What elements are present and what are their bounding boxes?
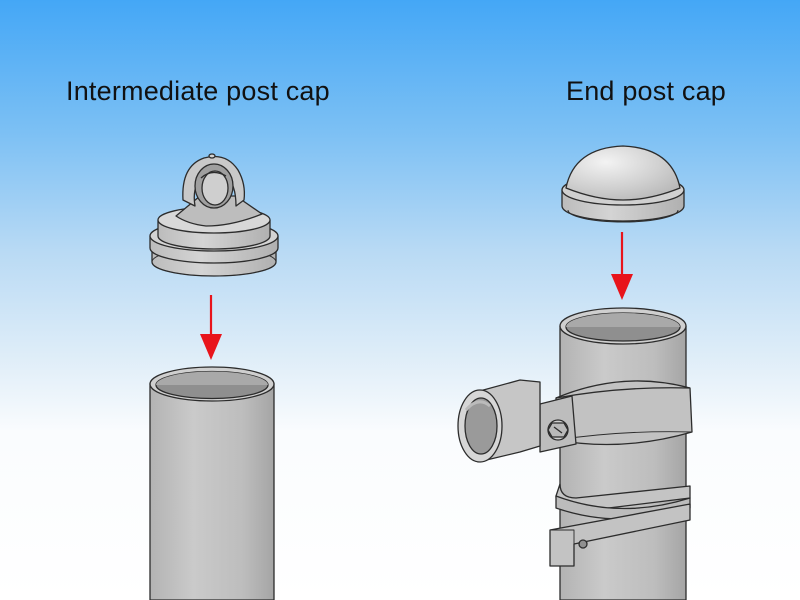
rail-clamp-band (457, 379, 693, 463)
red-down-arrow (611, 232, 633, 300)
end-post-cap (561, 145, 685, 223)
intermediate-post-cap (149, 153, 279, 277)
intermediate-post-tube (149, 366, 275, 600)
bracket-band (549, 483, 691, 567)
end-post-cap-label: End post cap (566, 76, 727, 106)
red-down-arrow (200, 295, 222, 360)
end-post-tube (559, 307, 687, 600)
intermediate-post-cap-label: Intermediate post cap (66, 76, 330, 106)
